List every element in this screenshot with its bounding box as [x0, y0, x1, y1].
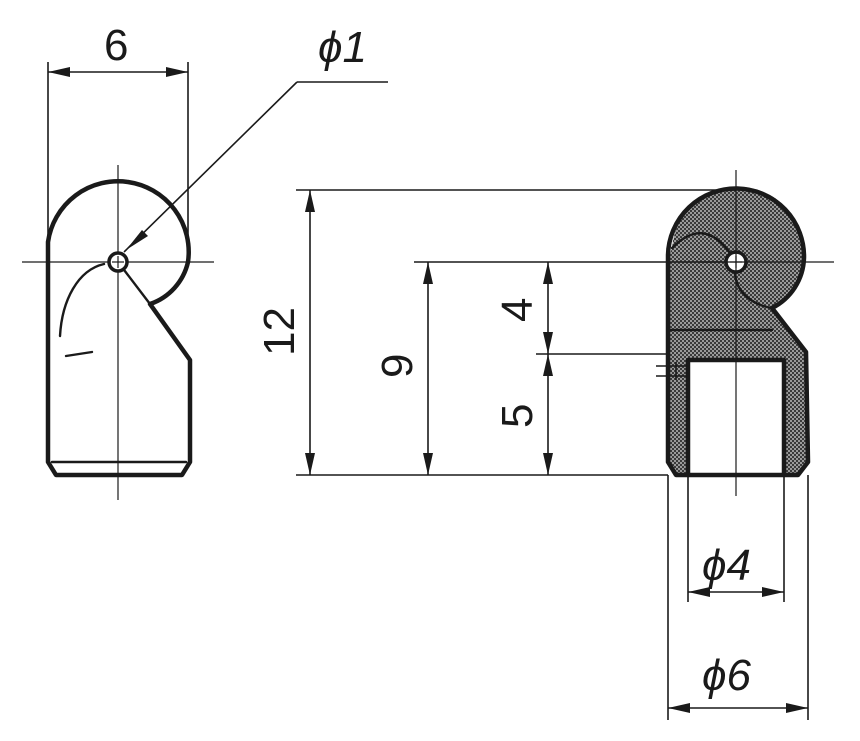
section-view: 12 9 4 5 ϕ4 ϕ6 [255, 170, 834, 720]
front-hook-curve [58, 262, 106, 338]
dim-label-width: 6 [104, 21, 128, 70]
front-view: 6 ϕ1 [22, 21, 388, 500]
section-head-curve [670, 232, 738, 264]
front-small-tick [64, 350, 94, 358]
arrow-4-bottom [543, 332, 553, 354]
arrow-5-top [543, 354, 553, 376]
dim-label-hole: ϕ1 [318, 23, 367, 72]
arrow-outer-right [786, 703, 808, 713]
arrow-12-top [305, 190, 315, 212]
dim-label-9: 9 [373, 354, 422, 378]
section-outer-outline [665, 186, 811, 478]
arrow-9-top [423, 262, 433, 284]
dim-label-5: 5 [493, 404, 542, 428]
arrow-width-right [166, 67, 188, 77]
arrow-12-bottom [305, 453, 315, 475]
dim-label-12: 12 [255, 307, 304, 356]
arrow-outer-left [668, 703, 690, 713]
arrow-hole [126, 230, 148, 250]
arrow-inner-right [762, 587, 784, 597]
arrow-5-bottom [543, 453, 553, 475]
dim-label-outer-dia: ϕ6 [702, 651, 751, 700]
arrow-inner-left [688, 587, 710, 597]
leader-hole [123, 81, 298, 253]
dim-label-4: 4 [493, 298, 542, 322]
arrow-9-bottom [423, 453, 433, 475]
front-body-outline [45, 179, 193, 478]
arrow-4-top [543, 262, 553, 284]
dim-label-inner-dia: ϕ4 [702, 541, 751, 590]
arrow-width-left [48, 67, 70, 77]
